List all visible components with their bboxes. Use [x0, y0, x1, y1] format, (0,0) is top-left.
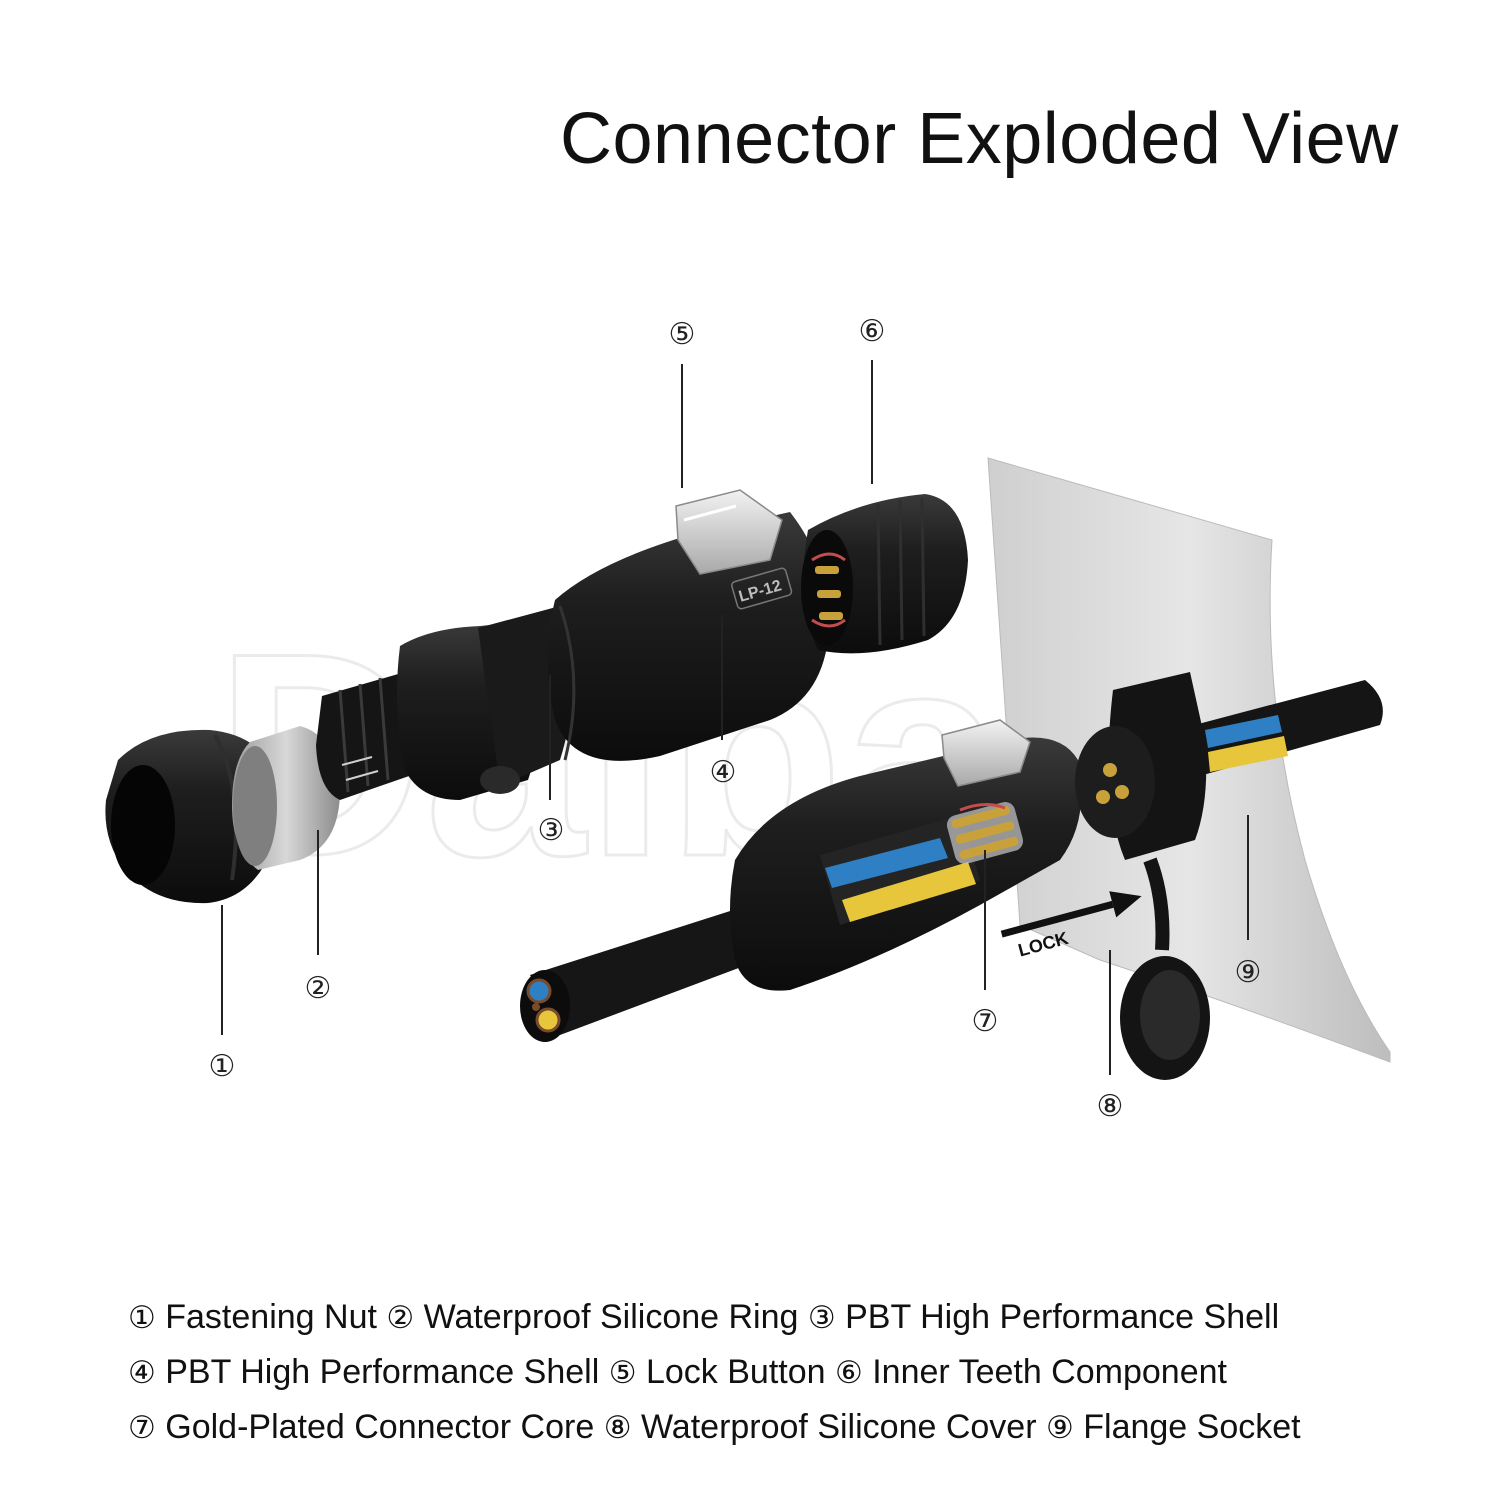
legend-part-name: Waterproof Silicone Cover	[640, 1408, 1037, 1446]
legend-row: ⑦ Gold-Plated Connector Core ⑧ Waterproo…	[128, 1400, 1428, 1455]
callout-3: ③	[538, 813, 565, 848]
callout-7: ⑦	[972, 1004, 999, 1039]
legend-number: ⑨	[1046, 1410, 1074, 1446]
flange-socket	[1075, 672, 1288, 860]
legend-number: ⑥	[834, 1355, 863, 1391]
callout-5: ⑤	[669, 317, 696, 352]
legend-row: ① Fastening Nut ② Waterproof Silicone Ri…	[128, 1290, 1428, 1345]
legend-part-name: Inner Teeth Component	[872, 1353, 1227, 1391]
callout-6: ⑥	[859, 314, 886, 349]
callout-2: ②	[305, 971, 332, 1006]
parts-legend: ① Fastening Nut ② Waterproof Silicone Ri…	[128, 1290, 1428, 1455]
lower-connector-assembly: LOCK	[520, 672, 1383, 1080]
inner-teeth-component	[801, 494, 968, 654]
gold-plated-core	[946, 802, 1024, 864]
legend-part-name: Gold-Plated Connector Core	[165, 1408, 595, 1446]
legend-row: ④ PBT High Performance Shell ⑤ Lock Butt…	[128, 1345, 1428, 1400]
legend-part-name: Flange Socket	[1083, 1408, 1301, 1446]
plug-body	[730, 719, 1082, 991]
callout-4: ④	[710, 755, 737, 790]
legend-part-name: Lock Button	[645, 1353, 826, 1391]
legend-part-name: Waterproof Silicone Ring	[423, 1298, 799, 1336]
silicone-ring	[232, 726, 340, 870]
silicone-cover	[1120, 857, 1210, 1080]
legend-number: ⑦	[128, 1410, 156, 1446]
lock-button	[675, 489, 783, 575]
callout-9: ⑨	[1235, 955, 1262, 990]
legend-number: ①	[128, 1300, 156, 1336]
callout-labels: ① ② ③ ④ ⑤ ⑥ ⑦ ⑧ ⑨	[209, 314, 1262, 1124]
legend-part-name: Fastening Nut	[165, 1298, 377, 1336]
legend-part-name: PBT High Performance Shell	[845, 1298, 1280, 1336]
threaded-core	[316, 672, 412, 800]
legend-number: ③	[807, 1300, 836, 1336]
legend-number: ⑤	[608, 1355, 637, 1391]
leader-lines	[221, 360, 1249, 1075]
legend-number: ④	[128, 1355, 156, 1391]
pbt-shell-front: LP-12	[547, 512, 829, 761]
legend-number: ②	[386, 1300, 415, 1336]
page-title: Connector Exploded View	[560, 99, 1399, 179]
upper-connector-assembly: LP-12	[105, 489, 968, 904]
legend-number: ⑧	[603, 1410, 632, 1446]
callout-1: ①	[209, 1049, 236, 1084]
callout-8: ⑧	[1097, 1089, 1124, 1124]
legend-part-name: PBT High Performance Shell	[165, 1353, 600, 1391]
